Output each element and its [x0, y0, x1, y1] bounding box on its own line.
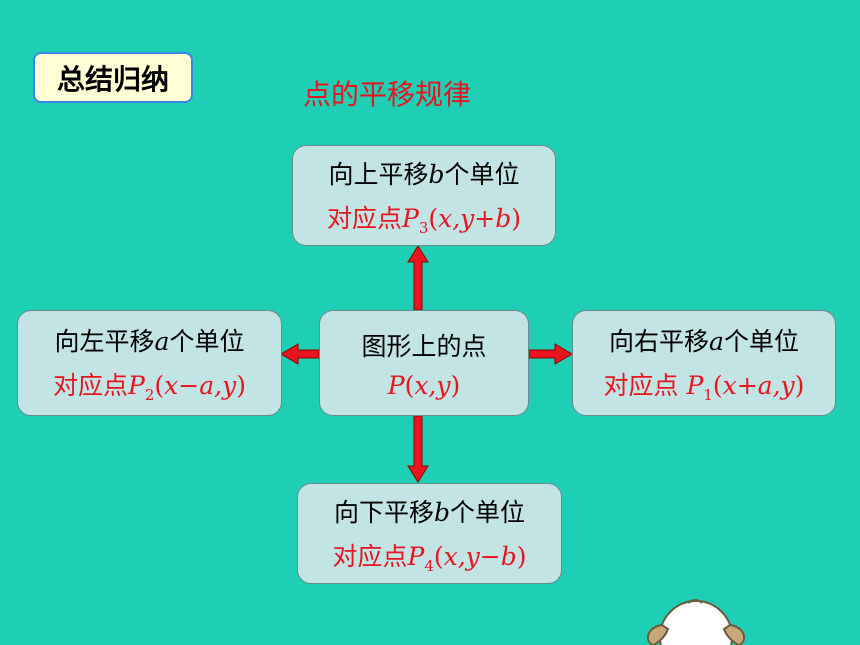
box-right: 向右平移a个单位 对应点 P1(x+a,y): [572, 310, 836, 416]
puppy-mascot-icon: [646, 599, 746, 645]
box-up-line1: 向上平移b个单位: [328, 159, 520, 189]
box-up-line2: 对应点P3(x,y+b): [326, 203, 522, 237]
box-down-line1: 向下平移b个单位: [333, 497, 526, 527]
box-down: 向下平移b个单位 对应点P4(x,y−b): [297, 483, 562, 584]
arrow-right: [528, 343, 573, 365]
box-center-line2: P(x,y): [387, 370, 461, 400]
arrow-up: [407, 245, 429, 311]
box-right-line2: 对应点 P1(x+a,y): [603, 371, 805, 404]
arrow-down: [407, 415, 429, 483]
box-left: 向左平移a个单位 对应点P2(x−a,y): [17, 310, 282, 416]
box-down-line2: 对应点P4(x,y−b): [332, 541, 527, 575]
box-left-line2: 对应点P2(x−a,y): [53, 371, 246, 404]
box-center: 图形上的点 P(x,y): [319, 310, 529, 416]
summary-badge: 总结归纳: [33, 52, 193, 103]
arrow-left: [280, 343, 320, 365]
summary-badge-label: 总结归纳: [56, 62, 169, 96]
box-right-line1: 向右平移a个单位: [609, 327, 799, 356]
diagram-title: 点的平移规律: [303, 78, 472, 111]
box-center-line1: 图形上的点: [361, 331, 487, 361]
box-left-line1: 向左平移a个单位: [54, 327, 245, 356]
box-up: 向上平移b个单位 对应点P3(x,y+b): [292, 145, 556, 246]
